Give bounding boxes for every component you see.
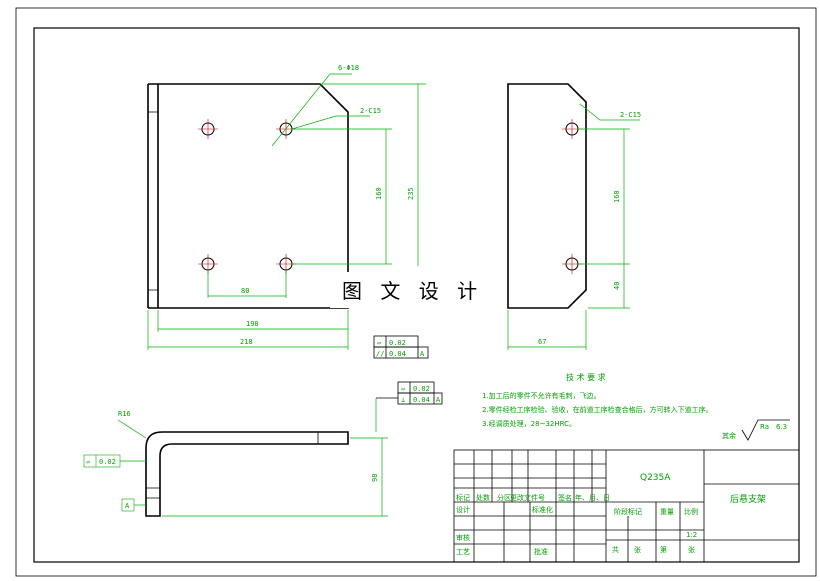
title-block-frame bbox=[453, 449, 800, 563]
radius-leader bbox=[117, 419, 147, 439]
side-chamfer-leader bbox=[579, 103, 640, 121]
front-dim-218-lines bbox=[147, 310, 348, 350]
tolerance-value: 0.04 bbox=[413, 396, 430, 404]
tolerance-symbol: ▱ bbox=[401, 385, 406, 393]
front-dim-80-lines bbox=[207, 270, 287, 298]
tolerance-frame bbox=[397, 392, 443, 405]
tb-approve: 批准 bbox=[534, 547, 548, 556]
tolerance-value: 0.02 bbox=[389, 339, 406, 347]
tb-material: Q235A bbox=[640, 473, 671, 483]
tolerance-datum: A bbox=[436, 396, 441, 404]
tb-row-label: 年、月、日 bbox=[575, 493, 610, 502]
tech-requirement-item: 3.经调质处理，28~32HRC。 bbox=[482, 419, 576, 428]
title-block: 标记 处数 分区 更改文件号 签名 年、月、日 设计 标准化 审核 工艺 批准 … bbox=[453, 449, 800, 563]
front-chamfer-callout: 2-C15 bbox=[360, 107, 381, 115]
bottom-view: R16 98 ▱ 0.02 A ▱ 0.02 ⊥ 0.04 A bbox=[83, 381, 443, 517]
tolerance-symbol: ⊥ bbox=[401, 396, 405, 404]
front-dim-218: 218 bbox=[240, 338, 253, 346]
roughness-symbol-icon bbox=[741, 419, 790, 441]
tolerance-value: 0.02 bbox=[413, 385, 430, 393]
flatness-frame bbox=[83, 454, 121, 468]
tb-standardize: 标准化 bbox=[532, 505, 553, 514]
datum-label: A bbox=[125, 502, 130, 510]
watermark-text: 图 文 设 计 bbox=[342, 279, 483, 303]
bracket-section-outline bbox=[145, 431, 349, 517]
front-flange-lines bbox=[148, 111, 158, 291]
tech-requirement-item: 1.加工后的零件不允许有毛刺，飞边。 bbox=[482, 391, 601, 400]
side-dim-160: 160 bbox=[613, 190, 621, 203]
front-dim-198-lines bbox=[157, 310, 349, 350]
front-chamfer-leader bbox=[291, 115, 370, 130]
flatness-symbol: ▱ bbox=[86, 458, 91, 466]
tech-requirements: 技 术 要 求 1.加工后的零件不允许有毛刺，飞边。 2.零件经检工序检验、验收… bbox=[482, 372, 713, 428]
tb-part-name: 后悬支架 bbox=[730, 493, 766, 505]
front-tolerance-frames: ▱ 0.02 // 0.04 A bbox=[373, 335, 429, 359]
side-dim-40: 40 bbox=[613, 282, 621, 290]
surface-roughness: 其余 Ra 6.3 bbox=[722, 419, 790, 441]
front-dim-235: 235 bbox=[407, 187, 415, 200]
sheet-inner-border bbox=[33, 27, 800, 563]
roughness-param: Ra bbox=[760, 423, 769, 431]
front-dim-160: 160 bbox=[375, 187, 383, 200]
front-flange bbox=[147, 83, 159, 309]
sheet-outer-border bbox=[15, 7, 817, 577]
watermark-background bbox=[330, 272, 488, 308]
tb-process: 工艺 bbox=[456, 548, 470, 556]
front-view: 6-Φ18 2-C15 160 235 80 198 218 bbox=[147, 64, 426, 350]
front-hole-centerlines bbox=[198, 119, 296, 274]
tb-sheet-info: 共 bbox=[612, 545, 619, 554]
front-dim-80: 80 bbox=[241, 287, 249, 295]
tb-row-label: 分区 bbox=[497, 493, 511, 502]
front-dim-235-lines bbox=[322, 83, 426, 266]
front-dim-198: 198 bbox=[246, 320, 259, 328]
tb-stage-mark: 阶段标记 bbox=[614, 507, 642, 516]
tech-requirement-item: 2.零件经检工序检验、验收，在前道工序检查合格后，方可转入下道工序。 bbox=[482, 405, 713, 414]
tb-scale-label: 比例 bbox=[684, 507, 698, 516]
bracket-section-lines bbox=[146, 432, 319, 499]
tb-sheet-info: 张 bbox=[688, 545, 695, 554]
side-dim-160-lines bbox=[578, 128, 630, 265]
tb-row-label: 标记 bbox=[456, 493, 470, 502]
side-chamfer-callout: 2-C15 bbox=[620, 111, 641, 119]
tb-design: 设计 bbox=[456, 505, 470, 514]
side-dim-67-lines bbox=[507, 310, 587, 350]
bottom-dim-98-lines bbox=[162, 437, 388, 517]
flatness-value: 0.02 bbox=[99, 458, 116, 466]
tech-requirements-title: 技 术 要 求 bbox=[566, 372, 606, 382]
radius-callout: R16 bbox=[118, 410, 131, 418]
datum-box bbox=[121, 498, 135, 512]
tb-weight: 重量 bbox=[660, 508, 674, 516]
tb-row-label: 处数 bbox=[476, 493, 490, 502]
side-dim-67: 67 bbox=[538, 338, 546, 346]
tb-scale-value: 1:2 bbox=[686, 531, 697, 539]
tolerance-symbol: // bbox=[376, 350, 384, 358]
roughness-value: 6.3 bbox=[776, 423, 787, 431]
front-hole-leader bbox=[271, 73, 352, 147]
tb-row-label: 签名 bbox=[558, 493, 572, 502]
tolerance-symbol: ▱ bbox=[377, 339, 382, 347]
tolerance-frame bbox=[373, 346, 429, 359]
side-plate-outline bbox=[507, 83, 587, 309]
front-hole-callout: 6-Φ18 bbox=[338, 64, 359, 72]
front-dim-160-lines bbox=[292, 128, 392, 265]
side-view: 2-C15 160 40 67 bbox=[507, 83, 641, 350]
roughness-label: 其余 bbox=[722, 431, 736, 440]
tb-sheet-info: 第 bbox=[660, 545, 667, 554]
tolerance-datum: A bbox=[420, 350, 425, 358]
bottom-dim-98: 98 bbox=[371, 474, 379, 482]
tb-row-label: 更改文件号 bbox=[510, 493, 545, 502]
side-hole-centerlines bbox=[562, 119, 582, 274]
side-dim-40-lines bbox=[588, 264, 630, 309]
tb-review: 审核 bbox=[456, 533, 470, 542]
tolerance-value: 0.04 bbox=[389, 350, 406, 358]
front-plate-outline bbox=[158, 83, 349, 309]
tb-sheet-info: 张 bbox=[634, 545, 641, 554]
